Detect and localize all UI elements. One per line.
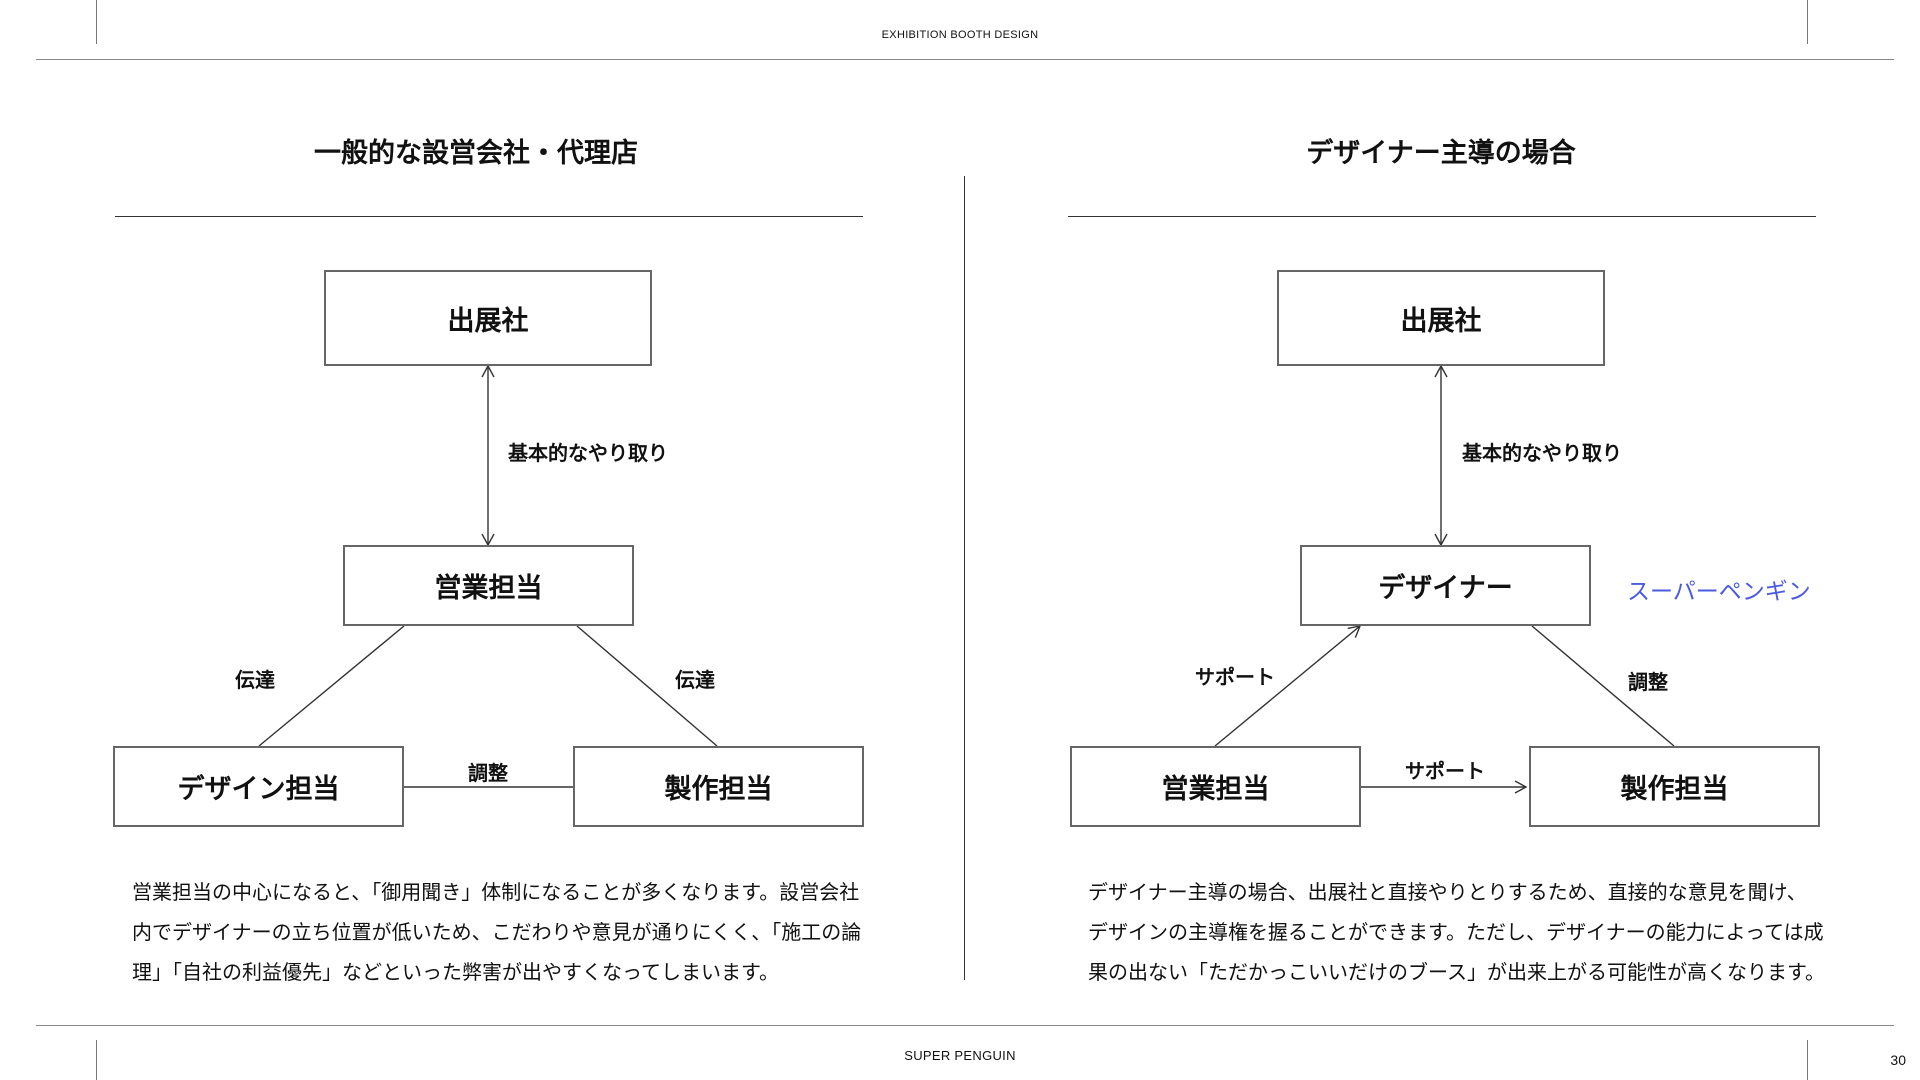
left-description-line: 内でデザイナーの立ち位置が低いため、こだわりや意見が通りにくく、「施工の論 (132, 920, 862, 944)
right-node-exhibitor: 出展社 (1277, 270, 1605, 366)
left-node-exhibitor: 出展社 (324, 270, 652, 366)
right-node-sales: 営業担当 (1070, 746, 1361, 827)
right-label-sales-production: サポート (1405, 759, 1485, 783)
left-edge-sales-design (258, 625, 405, 747)
right-title-underline (1068, 216, 1816, 217)
right-label-designer-production: 調整 (1628, 670, 1668, 694)
left-node-sales: 営業担当 (343, 545, 634, 626)
left-label-design-production: 調整 (468, 761, 508, 785)
footer-brand: SUPER PENGUIN (904, 1048, 1016, 1063)
right-node-designer: デザイナー (1300, 545, 1591, 626)
left-description-line: 営業担当の中心になると、「御用聞き」体制になることが多くなります。設営会社 (132, 880, 860, 904)
header-divider (36, 59, 1894, 60)
right-edge-sales-designer (1214, 625, 1362, 747)
right-column-title: デザイナー主導の場合 (1306, 138, 1576, 169)
header-right-tick (1807, 0, 1808, 44)
left-label-sales-production: 伝達 (675, 668, 715, 692)
left-node-production: 製作担当 (573, 746, 864, 827)
left-node-design: デザイン担当 (113, 746, 404, 827)
right-description-line: デザインの主導権を握ることができます。ただし、デザイナーの能力によっては成 (1088, 920, 1824, 944)
center-divider (964, 176, 965, 980)
footer-right-tick (1807, 1040, 1808, 1080)
left-description-line: 理」「自社の利益優先」などといった弊害が出やすくなってしまいます。 (132, 960, 779, 984)
right-description: デザイナー主導の場合、出展社と直接やりとりするため、直接的な意見を聞け、 デザイ… (1088, 872, 1868, 992)
right-description-line: デザイナー主導の場合、出展社と直接やりとりするため、直接的な意見を聞け、 (1088, 880, 1807, 904)
header-title: EXHIBITION BOOTH DESIGN (881, 29, 1039, 41)
left-edge-sales-production (576, 625, 718, 747)
right-label-exhibitor-designer: 基本的なやり取り (1462, 441, 1622, 465)
left-column-title: 一般的な設営会社・代理店 (314, 138, 638, 169)
left-title-underline (115, 216, 863, 217)
left-label-exhibitor-sales: 基本的なやり取り (508, 441, 668, 465)
footer-left-tick (96, 1040, 97, 1080)
page-number: 30 (1890, 1052, 1906, 1068)
footer-divider (36, 1025, 1894, 1026)
right-label-sales-designer: サポート (1195, 665, 1275, 689)
left-description: 営業担当の中心になると、「御用聞き」体制になることが多くなります。設営会社 内で… (132, 872, 892, 992)
right-node-production: 製作担当 (1529, 746, 1820, 827)
right-edge-designer-production (1531, 625, 1675, 747)
brand-note-super-penguin: スーパーペンギン (1627, 579, 1811, 605)
left-label-sales-design: 伝達 (235, 668, 275, 692)
right-description-line: 果の出ない「ただかっこいいだけのブース」が出来上がる可能性が高くなります。 (1088, 960, 1825, 984)
header-left-tick (96, 0, 97, 44)
